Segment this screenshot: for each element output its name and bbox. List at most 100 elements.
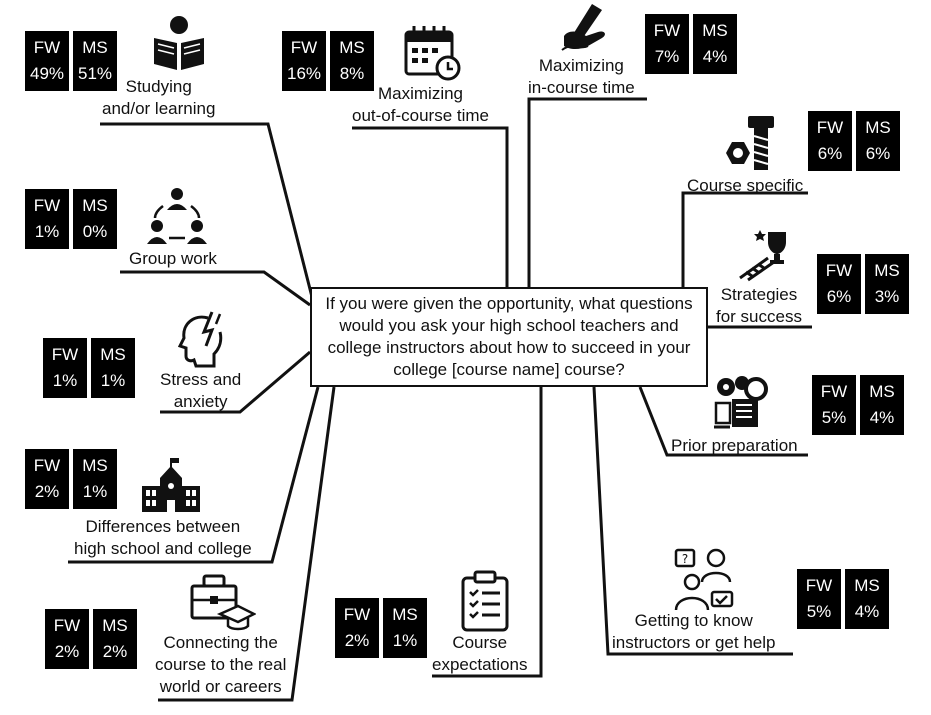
fw-header: FW: [53, 615, 81, 635]
ms-value: 0%: [82, 222, 108, 241]
label-course-specific: Course specific: [687, 175, 803, 197]
fw-header: FW: [653, 20, 681, 40]
ms-cell: MS 4%: [693, 14, 737, 74]
fw-header: FW: [816, 117, 844, 137]
ms-cell: MS 0%: [73, 189, 117, 249]
fw-value: 2%: [34, 482, 60, 501]
connector-connecting: [158, 386, 336, 702]
ms-header: MS: [82, 195, 108, 215]
label-line: Maximizing: [538, 56, 624, 75]
label-line: Stress and: [160, 370, 242, 389]
fw-value: 2%: [54, 642, 80, 661]
ms-value: 4%: [869, 408, 895, 427]
connector-studying: [100, 122, 314, 298]
fw-value: 6%: [826, 287, 852, 306]
fw-value: 5%: [821, 408, 847, 427]
ms-header: MS: [339, 37, 365, 57]
ms-header: MS: [702, 20, 728, 40]
fw-header: FW: [825, 260, 853, 280]
ms-cell: MS 4%: [845, 569, 889, 629]
label-connecting: Connecting the course to the real world …: [155, 632, 286, 698]
label-expectations: Course expectations: [432, 632, 527, 676]
fw-value: 2%: [344, 631, 370, 650]
group-icon: [147, 188, 207, 244]
connector-in-course: [527, 97, 647, 287]
people-chat-icon: ?: [674, 548, 734, 611]
ms-value: 1%: [82, 482, 108, 501]
label-line: expectations: [432, 655, 528, 675]
label-in-course: Maximizing in-course time: [528, 55, 635, 99]
connector-getting-to-know: [592, 386, 793, 656]
label-line: world or careers: [159, 677, 282, 697]
label-line: instructors or get help: [612, 633, 776, 653]
fw-header: FW: [820, 381, 848, 401]
central-question-box: If you were given the opportunity, what …: [310, 287, 708, 387]
bolt-nut-icon: [726, 116, 774, 170]
connector-prior-prep: [638, 386, 808, 457]
label-line: Differences between: [85, 517, 241, 536]
label-prior-prep: Prior preparation: [671, 435, 798, 457]
central-question: If you were given the opportunity, what …: [325, 293, 693, 380]
label-line: in-course time: [528, 78, 635, 98]
fw-header: FW: [805, 575, 833, 595]
label-out-of-course: Maximizing out-of-course time: [352, 83, 489, 127]
label-line: Course: [452, 633, 508, 652]
label-differences: Differences between high school and coll…: [74, 516, 252, 560]
fw-value: 1%: [34, 222, 60, 241]
label-strategies: Strategies for success: [716, 284, 802, 328]
connector-out-of-course: [352, 126, 509, 287]
ms-value: 3%: [874, 287, 900, 306]
connector-stress: [160, 350, 311, 414]
connector-expectations: [432, 387, 543, 678]
fw-value: 1%: [52, 371, 78, 390]
label-line: Prior preparation: [671, 436, 798, 455]
stat-box-prior-prep: FW 5% MS 4%: [812, 375, 904, 435]
label-studying: Studying and/or learning: [102, 76, 215, 120]
ms-header: MS: [854, 575, 880, 595]
ms-value: 6%: [865, 144, 891, 163]
label-line: out-of-course time: [352, 106, 489, 126]
label-line: Getting to know: [634, 611, 753, 630]
ms-header: MS: [82, 37, 108, 57]
label-line: Strategies: [720, 285, 798, 304]
fw-value: 5%: [806, 602, 832, 621]
connector-course-specific: [681, 191, 808, 287]
gears-checklist-icon: [714, 376, 768, 429]
briefcase-cap-icon: [190, 574, 256, 631]
label-line: Group work: [129, 249, 217, 268]
ms-value: 1%: [100, 371, 126, 390]
writing-hand-icon: [561, 4, 605, 51]
ms-value: 4%: [854, 602, 880, 621]
fw-header: FW: [33, 455, 61, 475]
fw-cell: FW 5%: [812, 375, 856, 435]
ms-value: 4%: [702, 47, 728, 66]
ms-cell: MS 1%: [73, 449, 117, 509]
ms-cell: MS 4%: [860, 375, 904, 435]
ms-header: MS: [82, 455, 108, 475]
trophy-ladder-icon: [739, 230, 786, 282]
fw-cell: FW 2%: [25, 449, 69, 509]
stat-box-getting-to-know: FW 5% MS 4%: [797, 569, 889, 629]
fw-value: 49%: [29, 64, 65, 83]
fw-header: FW: [290, 37, 318, 57]
ms-header: MS: [869, 381, 895, 401]
label-group-work: Group work: [129, 248, 217, 270]
svg-text:?: ?: [682, 552, 688, 566]
stressed-head-icon: [178, 311, 223, 368]
